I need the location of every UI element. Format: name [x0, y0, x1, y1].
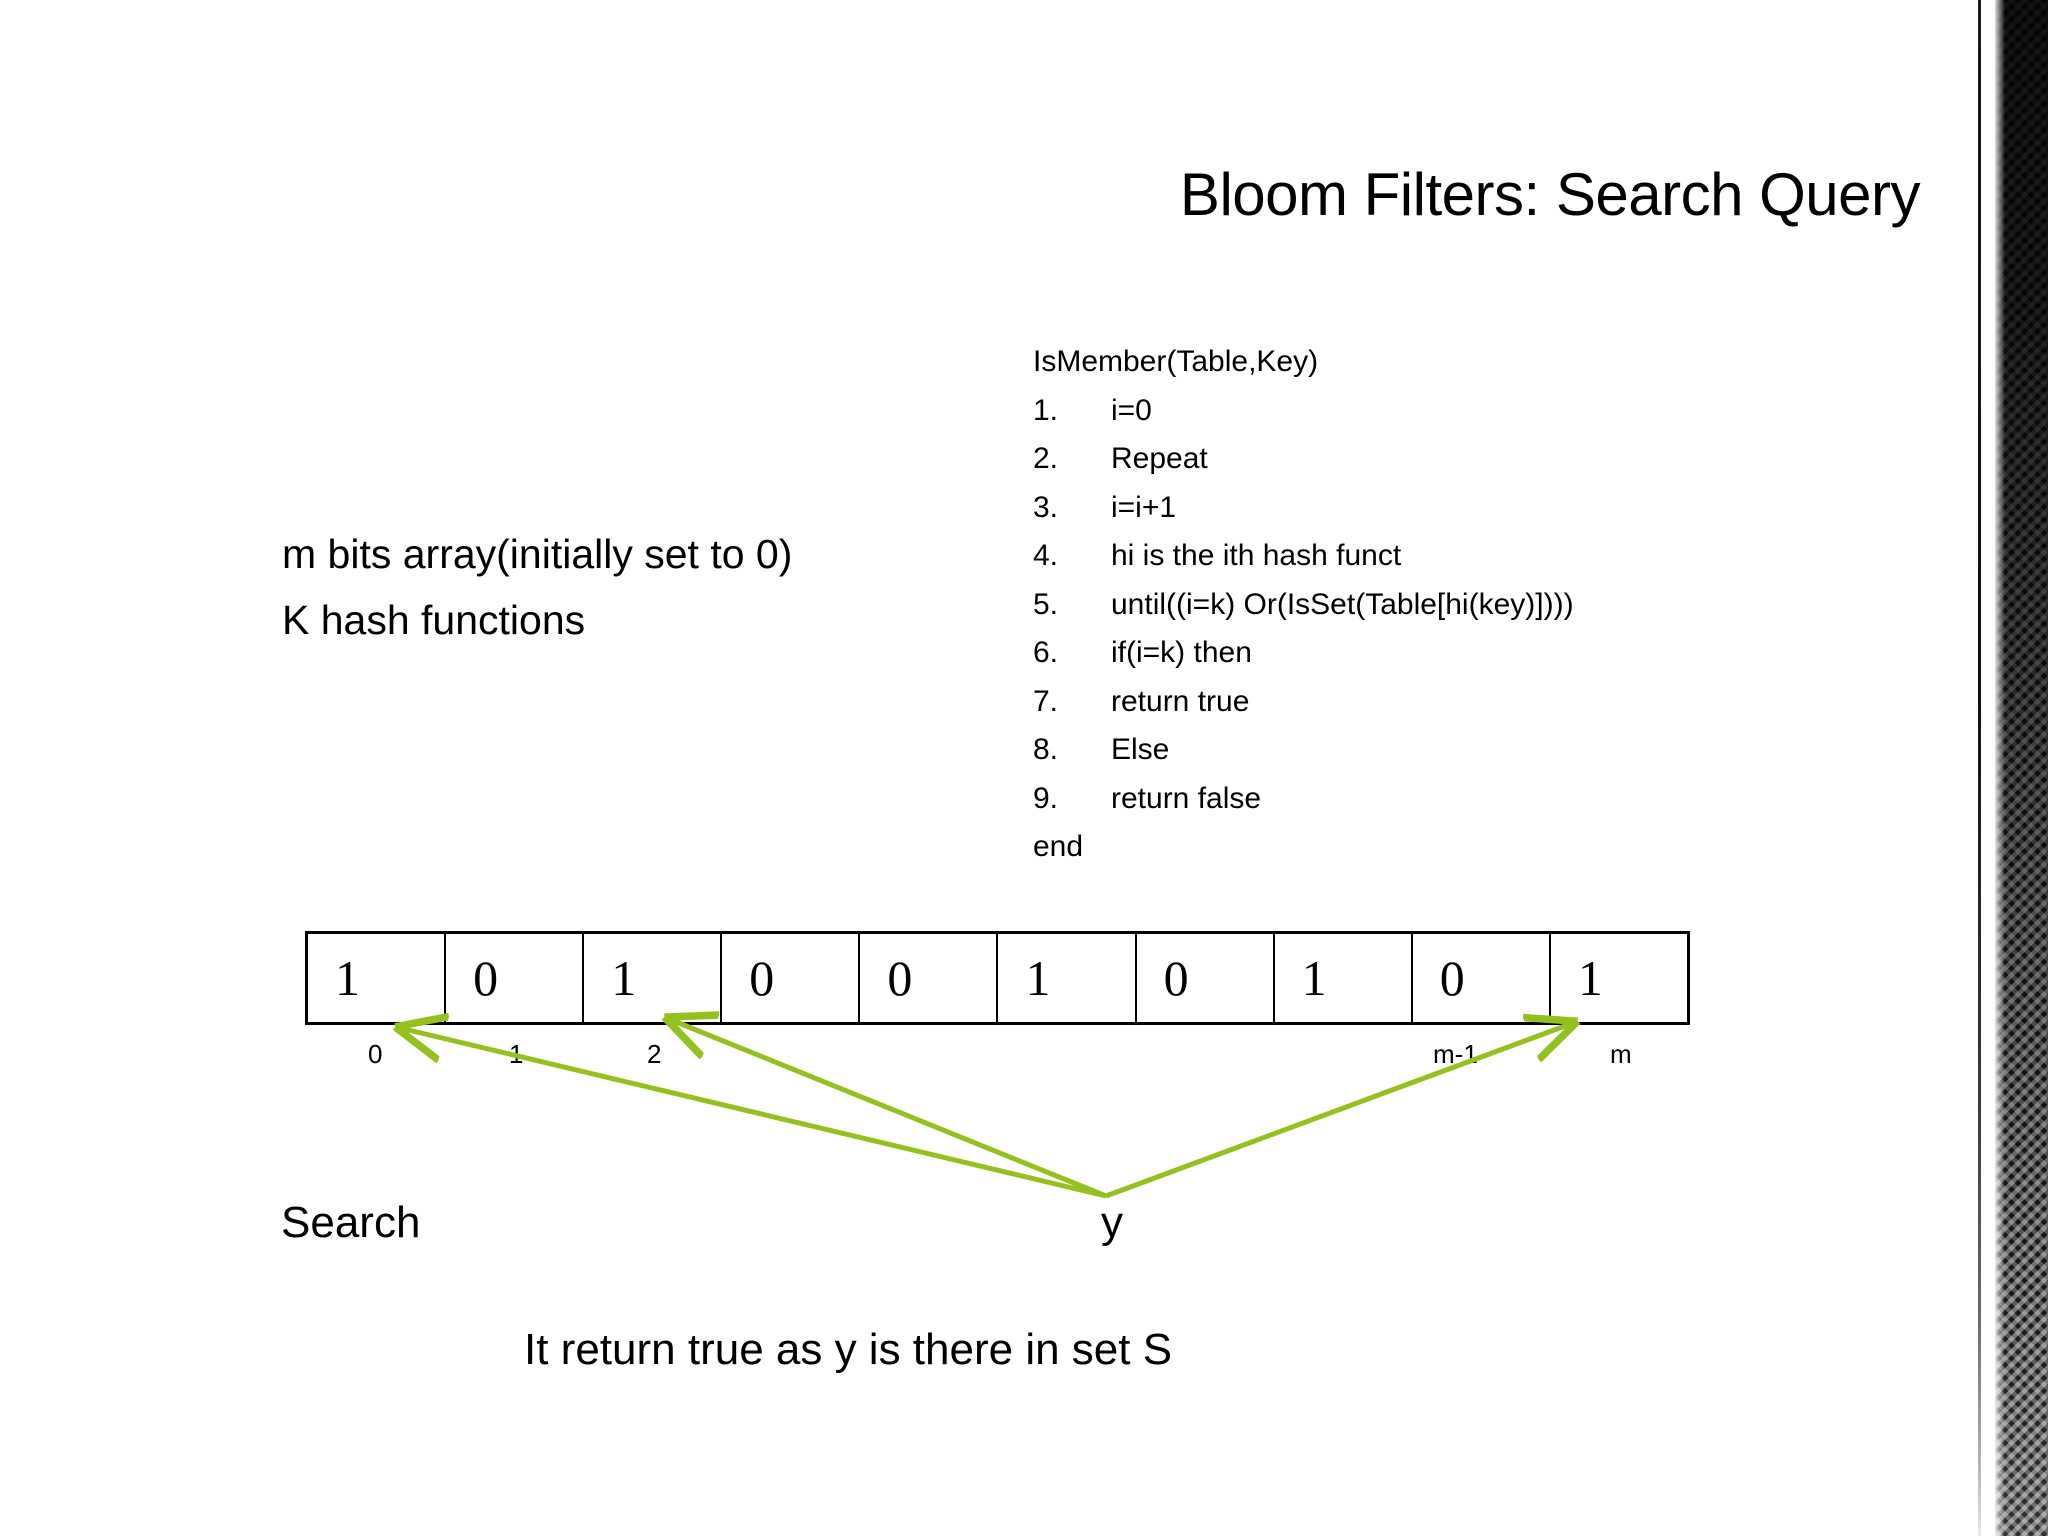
- pseudocode-line-7-number: 7.: [1033, 684, 1059, 718]
- pseudocode-line-8-text: Else: [1111, 733, 1170, 766]
- bit-cell-2: 1: [584, 934, 723, 1022]
- pseudocode-line-9-text: return false: [1111, 781, 1262, 815]
- bit-cell-8: 0: [1413, 934, 1551, 1022]
- pseudocode-line-6: 6. if(i=k) then: [1033, 629, 1574, 678]
- pseudocode-line-9-number: 9.: [1033, 781, 1059, 815]
- pseudocode-line-3-number: 3.: [1033, 490, 1059, 524]
- pseudocode-line-2: 2. Repeat: [1033, 435, 1574, 484]
- pseudocode-line-5-text: until((i=k) Or(IsSet(Table[hi(key)]))): [1111, 587, 1574, 621]
- pseudocode-line-5-number: 5.: [1033, 587, 1059, 621]
- page-title: Bloom Filters: Search Query: [1179, 161, 1921, 228]
- right-edge-gap: [1981, 0, 1995, 1536]
- bloom-parameters-line-1: m bits array(initially set to 0): [282, 531, 793, 577]
- pseudocode-line-2-text: Repeat: [1111, 442, 1208, 475]
- bit-cell-5: 1: [998, 934, 1137, 1022]
- bit-cell-7: 1: [1275, 934, 1413, 1022]
- pseudocode-line-1: 1. i=0: [1033, 387, 1574, 436]
- pseudocode-line-7: 7. return true: [1033, 678, 1574, 727]
- bit-index-label-m: m: [1610, 1039, 1632, 1069]
- pseudocode-line-3-text: i=i+1: [1111, 490, 1177, 524]
- pseudocode-block: IsMember(Table,Key) 1. i=0 2. Repeat 3. i=i…: [1033, 338, 1574, 872]
- arrow-to-bit-m: [1105, 1023, 1573, 1199]
- arrow-to-bit-0: [400, 1028, 1107, 1199]
- bit-cell-4: 0: [860, 934, 999, 1022]
- bit-index-label-2: 2: [647, 1039, 662, 1069]
- bit-index-label-m-minus-1: m-1: [1433, 1039, 1478, 1069]
- search-key-label: y: [1101, 1198, 1123, 1247]
- bloom-parameters-note: m bits array(initially set to 0) K hash …: [282, 521, 792, 653]
- search-label: Search: [281, 1198, 421, 1247]
- bit-index-label-0: 0: [368, 1039, 383, 1069]
- bit-cell-0: 1: [308, 934, 447, 1022]
- pseudocode-line-4-text: hi is the ith hash funct: [1111, 539, 1402, 572]
- pseudocode-line-4: 4. hi is the ith hash funct: [1033, 532, 1574, 581]
- right-edge-texture-fade: [1995, 0, 2005, 1536]
- right-edge-rule: [1978, 0, 1981, 1536]
- arrow-to-bit-2: [669, 1019, 1107, 1199]
- bit-index-label-1: 1: [509, 1039, 524, 1069]
- pseudocode-line-1-text: i=0: [1111, 393, 1152, 427]
- pseudocode-line-8: 8. Else: [1033, 726, 1574, 775]
- pseudocode-line-8-number: 8.: [1033, 733, 1059, 766]
- bit-cell-3: 0: [722, 934, 861, 1022]
- pseudocode-line-6-number: 6.: [1033, 636, 1059, 669]
- bit-cell-6: 0: [1137, 934, 1275, 1022]
- bit-cell-9: 1: [1577, 950, 1603, 1006]
- result-caption: It return true as y is there in set S: [524, 1325, 1173, 1374]
- pseudocode-line-9: 9. return false: [1033, 775, 1574, 824]
- pseudocode-header: IsMember(Table,Key): [1033, 345, 1319, 378]
- bit-cell-1: 0: [446, 934, 585, 1022]
- bloom-parameters-line-2: K hash functions: [282, 597, 586, 643]
- pseudocode-line-5: 5. until((i=k) Or(IsSet(Table[hi(key)]))): [1033, 581, 1574, 630]
- pseudocode-line-6-text: if(i=k) then: [1111, 636, 1252, 669]
- pseudocode-line-1-number: 1.: [1033, 393, 1059, 427]
- pseudocode-line-3: 3. i=i+1: [1033, 484, 1574, 533]
- pseudocode-line-7-text: return true: [1111, 684, 1250, 718]
- pseudocode-footer: end: [1033, 830, 1084, 863]
- bit-array: 1 0 1 0 0 1 0 1 0 1: [305, 931, 1690, 1025]
- pseudocode-line-4-number: 4.: [1033, 539, 1059, 572]
- pseudocode-line-2-number: 2.: [1033, 442, 1059, 475]
